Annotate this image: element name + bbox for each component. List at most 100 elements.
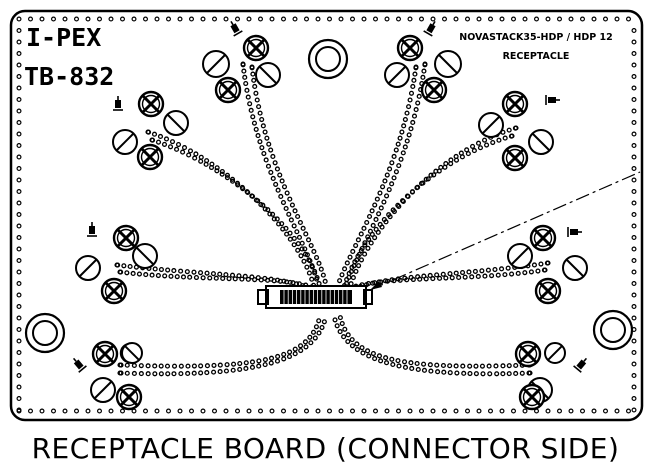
perimeter-dot xyxy=(350,16,356,22)
trace-dot xyxy=(232,276,238,282)
trace-dot xyxy=(420,180,426,186)
perimeter-dot xyxy=(119,16,125,22)
trace-dot xyxy=(302,251,309,257)
marker-base xyxy=(233,30,243,37)
trace-dot xyxy=(395,141,401,147)
trace-dot xyxy=(281,356,287,362)
trace-dot xyxy=(416,93,422,99)
board-outline xyxy=(9,9,644,422)
trace-dot xyxy=(263,157,269,163)
trace-dot xyxy=(260,123,266,129)
perimeter-dot xyxy=(16,327,22,333)
trace-dot xyxy=(337,329,343,335)
trace-dot xyxy=(237,366,243,372)
perimeter-dot xyxy=(338,408,344,414)
trace-dot xyxy=(442,164,448,170)
perimeter-dot xyxy=(338,16,344,22)
trace-dot xyxy=(187,148,194,154)
trace-dot xyxy=(502,135,508,141)
pad-marker xyxy=(230,20,243,37)
trace-dot xyxy=(163,136,170,142)
perimeter-dot xyxy=(361,408,367,414)
screw-cross xyxy=(519,345,537,363)
trace-dot xyxy=(447,363,453,369)
trace-dot xyxy=(373,226,379,232)
trace-dot xyxy=(240,186,246,192)
trace-dot xyxy=(389,160,395,166)
marker-base xyxy=(573,365,582,373)
perimeter-dot xyxy=(212,16,218,22)
perimeter-dot xyxy=(189,16,195,22)
trace-dot xyxy=(482,273,488,279)
trace-dot xyxy=(253,126,259,132)
perimeter-dot xyxy=(631,407,637,413)
header-line-2: RECEPTACLE xyxy=(503,51,570,62)
screw-inner xyxy=(246,38,266,58)
perimeter-dot xyxy=(631,269,637,275)
marker-body xyxy=(548,97,556,103)
trace-dot xyxy=(393,169,399,175)
via-slash xyxy=(531,132,551,152)
trace-dot xyxy=(409,189,416,195)
perimeter-dot xyxy=(96,16,102,22)
trace-dot xyxy=(372,356,378,362)
trace-dot xyxy=(490,140,496,146)
screw-cross xyxy=(141,148,159,166)
perimeter-dot xyxy=(143,16,149,22)
screw-cross xyxy=(506,149,524,167)
perimeter-dot xyxy=(50,16,56,22)
trace-dot xyxy=(500,363,506,369)
hole-inner xyxy=(32,320,58,346)
perimeter-dot xyxy=(631,223,637,229)
screw-head-icon xyxy=(136,143,164,171)
trace-dot xyxy=(400,150,406,156)
trace-dot xyxy=(383,360,390,366)
trace-dot xyxy=(271,278,277,284)
trace-dot xyxy=(465,151,471,157)
trace-dot xyxy=(462,274,468,280)
trace-dot xyxy=(243,80,249,87)
trace-dot xyxy=(456,274,462,281)
trace-dot xyxy=(435,369,441,375)
trace-dot xyxy=(447,271,453,277)
trace-dot xyxy=(310,329,317,335)
perimeter-dot xyxy=(602,408,608,414)
trace-dot xyxy=(475,273,481,280)
trace-dot xyxy=(118,269,124,275)
screw-head-icon xyxy=(420,76,448,104)
perimeter-dot xyxy=(465,408,471,414)
perimeter-dot xyxy=(85,16,91,22)
trace-dot xyxy=(355,253,361,259)
trace-dot xyxy=(251,120,257,126)
trace-dot xyxy=(477,145,483,151)
trace-dot xyxy=(356,263,362,269)
trace-dot xyxy=(482,137,488,143)
marker-pin xyxy=(432,20,436,26)
perimeter-dot xyxy=(556,408,562,414)
trace-dot xyxy=(265,207,271,213)
trace-dot xyxy=(469,274,475,280)
perimeter-dot xyxy=(396,408,402,414)
trace-dot xyxy=(255,133,261,139)
trace-dot xyxy=(257,110,263,116)
trace-dot xyxy=(376,211,382,217)
trace-dot xyxy=(191,269,197,275)
trace-dot xyxy=(309,276,315,282)
hole-outer xyxy=(307,38,349,80)
trace-dot xyxy=(541,267,547,273)
perimeter-dot xyxy=(442,16,448,22)
trace-dot xyxy=(415,366,421,373)
trace-dot xyxy=(384,172,390,178)
perimeter-dot xyxy=(16,223,22,229)
via-slash xyxy=(78,258,98,278)
perimeter-dot xyxy=(16,154,22,160)
perimeter-dot xyxy=(631,189,637,195)
trace-dot xyxy=(229,176,236,182)
perimeter-dot xyxy=(407,16,413,22)
trace xyxy=(117,319,327,377)
trace-dot xyxy=(473,371,479,377)
perimeter-dot xyxy=(631,200,637,206)
perimeter-dot xyxy=(631,143,637,149)
trace-dot xyxy=(354,346,360,353)
trace-dot xyxy=(262,357,268,363)
